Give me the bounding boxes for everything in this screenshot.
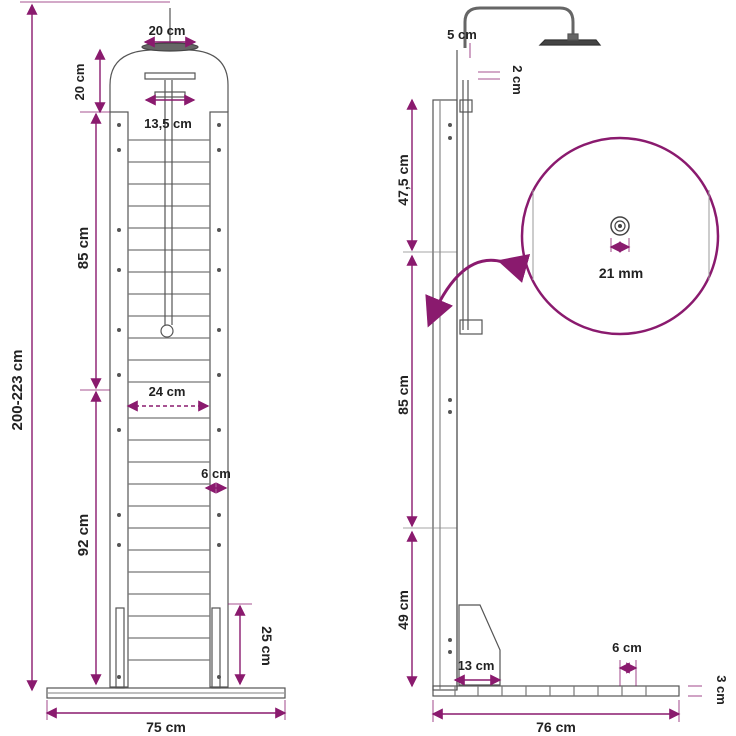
- inner-width-label: 24 cm: [149, 384, 186, 399]
- slat-width-label: 6 cm: [612, 640, 642, 655]
- front-view: [46, 8, 286, 699]
- front-shelf: [144, 72, 196, 80]
- base-thickness-label: 3 cm: [714, 675, 729, 705]
- arch-height-label: 20 cm: [72, 64, 87, 101]
- base-width-label: 75 cm: [146, 719, 186, 735]
- side-view: [403, 6, 680, 697]
- side-top-valve: [459, 99, 473, 113]
- base-depth-label: 76 cm: [536, 719, 576, 735]
- detail-circle: [520, 136, 720, 336]
- side-base-slats: [454, 686, 647, 696]
- middle-section-label: 85 cm: [395, 375, 411, 415]
- detail-callout: 21 mm: [425, 136, 720, 336]
- front-shower-head: [141, 42, 199, 52]
- bottom-section-label: 49 cm: [395, 590, 411, 630]
- front-arch: [109, 49, 229, 112]
- total-height-label: 200-223 cm: [9, 350, 26, 431]
- upper-section-label: 85 cm: [75, 227, 92, 270]
- shelf-width-label: 13,5 cm: [144, 116, 192, 131]
- side-foot-bracket: [458, 604, 501, 686]
- front-shelf-bracket: [154, 91, 186, 98]
- side-screws: [448, 123, 452, 654]
- side-gooseneck: [463, 6, 575, 48]
- front-valve: [160, 324, 174, 338]
- head-width-label: 20 cm: [149, 23, 186, 38]
- front-dimensions: [20, 1, 287, 720]
- foot-depth-label: 13 cm: [458, 658, 495, 673]
- side-shower-head: [538, 39, 602, 46]
- pipe-gap-label: 2 cm: [510, 65, 525, 95]
- post-width-label: 6 cm: [201, 466, 231, 481]
- side-panel: [432, 99, 458, 691]
- front-screws: [117, 123, 221, 679]
- callout-arrow-icon: [425, 253, 531, 328]
- outlet-diameter-label: 21 mm: [599, 265, 643, 281]
- front-left-post: [109, 111, 129, 688]
- front-slats: [128, 139, 210, 661]
- side-dimensions: [406, 43, 702, 722]
- side-base: [432, 685, 680, 697]
- top-section-label: 47,5 cm: [395, 154, 411, 205]
- front-right-post: [209, 111, 229, 688]
- foot-height-label: 25 cm: [259, 626, 275, 666]
- lower-section-label: 92 cm: [75, 514, 92, 557]
- pipe-offset-label: 5 cm: [447, 27, 477, 42]
